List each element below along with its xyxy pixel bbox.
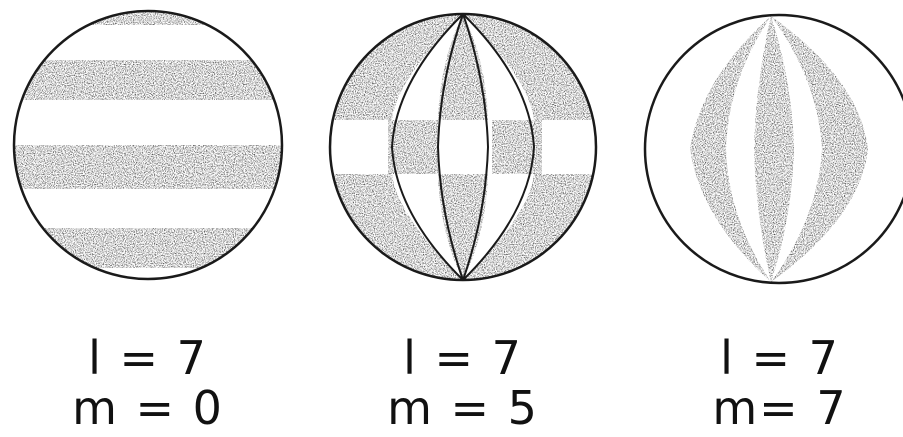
dark-gore xyxy=(754,16,794,282)
zonal-bands xyxy=(10,5,290,268)
label-l-sphere-1: l = 7 xyxy=(48,335,248,381)
light-cell xyxy=(325,120,388,174)
sectoral-gores xyxy=(690,16,868,282)
label-l-sphere-2: l = 7 xyxy=(363,335,563,381)
dark-band xyxy=(10,145,290,189)
label-m-sphere-2: m = 5 xyxy=(363,385,563,431)
dark-cell xyxy=(388,120,438,174)
dark-cap-bottom xyxy=(325,174,605,284)
dark-band xyxy=(10,5,290,25)
sphere-l7-m7 xyxy=(645,15,903,283)
light-cell xyxy=(438,120,492,174)
dark-band xyxy=(10,60,290,100)
sphere-l7-m0 xyxy=(10,5,290,279)
label-l-sphere-3: l = 7 xyxy=(680,335,880,381)
dark-cap-top xyxy=(325,10,605,120)
label-m-sphere-3: m= 7 xyxy=(680,385,880,431)
sphere-l7-m5 xyxy=(325,10,605,284)
label-m-sphere-1: m = 0 xyxy=(48,385,248,431)
